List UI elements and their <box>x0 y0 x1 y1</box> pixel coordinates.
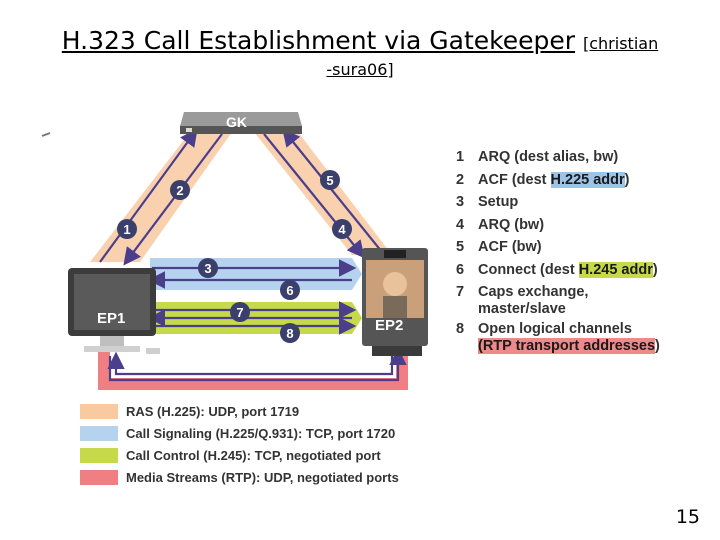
step-highlight: H.245 addr <box>578 261 653 278</box>
legend-swatch <box>80 425 118 441</box>
endpoint1-label: EP1 <box>97 310 125 327</box>
legend-item: Call Control (H.245): TCP, negotiated po… <box>80 444 399 466</box>
step-text: Open logical channels <box>478 321 632 337</box>
step-text: Setup <box>478 194 519 210</box>
arrow-number-badge <box>280 280 300 300</box>
legend-label: Call Control (H.245): TCP, negotiated po… <box>126 447 381 463</box>
arrow-number-badge <box>230 302 250 322</box>
legend-label: Media Streams (RTP): UDP, negotiated por… <box>126 469 399 485</box>
step-highlight: (RTP transport addresses <box>478 338 656 354</box>
legend-item: Call Signaling (H.225/Q.931): TCP, port … <box>80 422 399 444</box>
step-item: 2 ACF (dest H.225 addr) <box>456 171 658 195</box>
step-number: 8 <box>456 321 465 337</box>
step-item: 6 Connect (dest H.245 addr) <box>456 261 658 285</box>
step-number: 7 <box>456 284 465 300</box>
arrow-number-badge <box>117 219 137 239</box>
step-item: 8 Open logical channels(RTP transport add… <box>456 321 660 354</box>
step-text: ARQ (dest alias, bw) <box>478 149 619 165</box>
title-attribution-continued: -sura06] <box>326 60 394 79</box>
step-continuation: (RTP transport addresses) <box>478 338 660 354</box>
arrow-number-badge <box>280 323 300 343</box>
ras-band-left <box>90 132 232 262</box>
legend-swatch <box>80 469 118 485</box>
step-text: Caps exchange, <box>478 284 589 300</box>
step-number: 5 <box>456 239 465 255</box>
gatekeeper-device <box>180 112 302 134</box>
step-item: 3 Setup <box>456 194 658 217</box>
step-item: 4 ARQ (bw) <box>456 217 658 240</box>
page-number: 15 <box>675 506 700 528</box>
ras-band-right <box>254 132 392 255</box>
arrow-number-label: 8 <box>286 326 293 341</box>
arrow-number-label: 6 <box>286 283 293 298</box>
left-edge-mark <box>41 132 51 137</box>
signaling-band <box>150 258 362 290</box>
step-number: 3 <box>456 194 465 210</box>
arrow-number-badge <box>170 180 190 200</box>
step-item: 7 Caps exchange,master/slave <box>456 284 658 321</box>
arrow-media <box>108 347 407 382</box>
legend-swatch <box>80 403 118 419</box>
step-number: 6 <box>456 261 465 278</box>
step-list: 1 ARQ (dest alias, bw) 2 ACF (dest H.225 ad… <box>456 149 660 354</box>
arrow-number-label: 5 <box>326 173 333 188</box>
legend-label: RAS (H.225): UDP, port 1719 <box>126 403 300 419</box>
arrow-4 <box>282 128 383 253</box>
step-highlight: H.225 addr <box>550 171 625 188</box>
step-number: 4 <box>456 216 465 233</box>
arrow-1 <box>99 128 198 263</box>
title-attribution: [christian <box>583 34 659 53</box>
step-text: Connect (dest H.245 addr) <box>478 261 658 278</box>
endpoint2-device <box>362 248 428 356</box>
arrow-number-label: 2 <box>176 183 183 198</box>
step-item: 5 ACF (bw) <box>456 239 658 262</box>
step-text: ACF (bw) <box>478 239 542 255</box>
arrow-number-badge <box>320 170 340 190</box>
arrow-media-return <box>107 351 394 376</box>
arrow-number-label: 3 <box>204 261 211 276</box>
step-item: 1 ARQ (dest alias, bw) <box>456 149 658 172</box>
step-continuation: master/slave <box>478 301 566 317</box>
arrow-number-label: 4 <box>338 222 346 237</box>
media-loop <box>98 348 408 390</box>
legend-label: Call Signaling (H.225/Q.931): TCP, port … <box>126 425 396 441</box>
arrow-number-label: 7 <box>236 305 243 320</box>
step-number: 2 <box>456 171 465 188</box>
gatekeeper-label: GK <box>226 114 247 130</box>
step-text: ACF (dest H.225 addr) <box>478 171 630 188</box>
legend-swatch <box>80 447 118 463</box>
endpoint1-device <box>68 268 160 354</box>
step-number: 1 <box>456 149 465 165</box>
legend-item: RAS (H.225): UDP, port 1719 <box>80 400 399 422</box>
arrow-number-label: 1 <box>123 222 130 237</box>
arrow-number-badge <box>198 258 218 278</box>
legend-item: Media Streams (RTP): UDP, negotiated por… <box>80 466 399 488</box>
endpoint2-label: EP2 <box>375 317 403 334</box>
arrow-number-badge <box>332 219 352 239</box>
title-main: H.323 Call Establishment via Gatekeeper <box>61 26 576 55</box>
slide-title: H.323 Call Establishment via Gatekeeper … <box>0 26 720 59</box>
step-text: ARQ (bw) <box>478 216 545 233</box>
